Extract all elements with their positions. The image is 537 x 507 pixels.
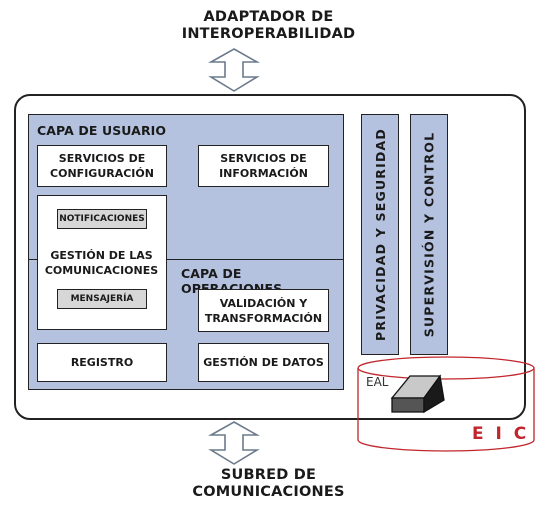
validation-line-2: TRANSFORMACIÓN [204,311,323,325]
eic-label: E I C [472,424,530,444]
eal-label: EAL [366,375,389,389]
info-line-2: INFORMACIÓN [219,167,308,180]
bottom-double-arrow-icon [207,421,261,465]
validation-transformation-box: VALIDACIÓN Y TRANSFORMACIÓN [198,289,329,332]
data-management-box: GESTIÓN DE DATOS [198,343,329,382]
comm-title-line-2: COMUNICACIONES [44,264,159,277]
comm-title-line-1: GESTIÓN DE LAS [50,249,153,262]
config-line-2: CONFIGURACIÓN [50,167,154,180]
communications-subnet-title: SUBRED DE COMUNICACIONES [120,467,417,501]
information-services-box: SERVICIOS DE INFORMACIÓN [198,145,329,187]
validation-line-1: VALIDACIÓN Y [219,296,308,310]
title-line-2: INTEROPERABILIDAD [181,26,356,42]
registry-box: REGISTRO [37,343,167,382]
config-line-1: SERVICIOS DE [58,152,146,165]
supervision-control-column: SUPERVISIÓN Y CONTROL [410,114,448,355]
privacy-security-label: PRIVACIDAD Y SEGURIDAD [372,128,388,341]
privacy-security-column: PRIVACIDAD Y SEGURIDAD [361,114,399,355]
user-layer-title: CAPA DE USUARIO [37,123,167,138]
subnet-line-2: COMUNICACIONES [192,484,345,500]
notifications-box: NOTIFICACIONES [57,209,147,229]
supervision-control-label: SUPERVISIÓN Y CONTROL [421,131,437,338]
communications-management-title: GESTIÓN DE LAS COMUNICACIONES [38,248,165,278]
eic-cylinder [357,356,535,452]
communications-management-box: NOTIFICACIONES GESTIÓN DE LAS COMUNICACI… [37,195,167,330]
subnet-line-1: SUBRED DE [220,467,317,483]
configuration-services-box: SERVICIOS DE CONFIGURACIÓN [37,145,167,187]
eal-block-icon [390,374,445,414]
messaging-box: MENSAJERÍA [57,289,147,309]
interoperability-adapter-title: ADAPTADOR DE INTEROPERABILIDAD [120,9,417,43]
top-double-arrow-icon [207,48,261,92]
info-line-1: SERVICIOS DE [220,152,307,165]
title-line-1: ADAPTADOR DE [203,9,334,25]
